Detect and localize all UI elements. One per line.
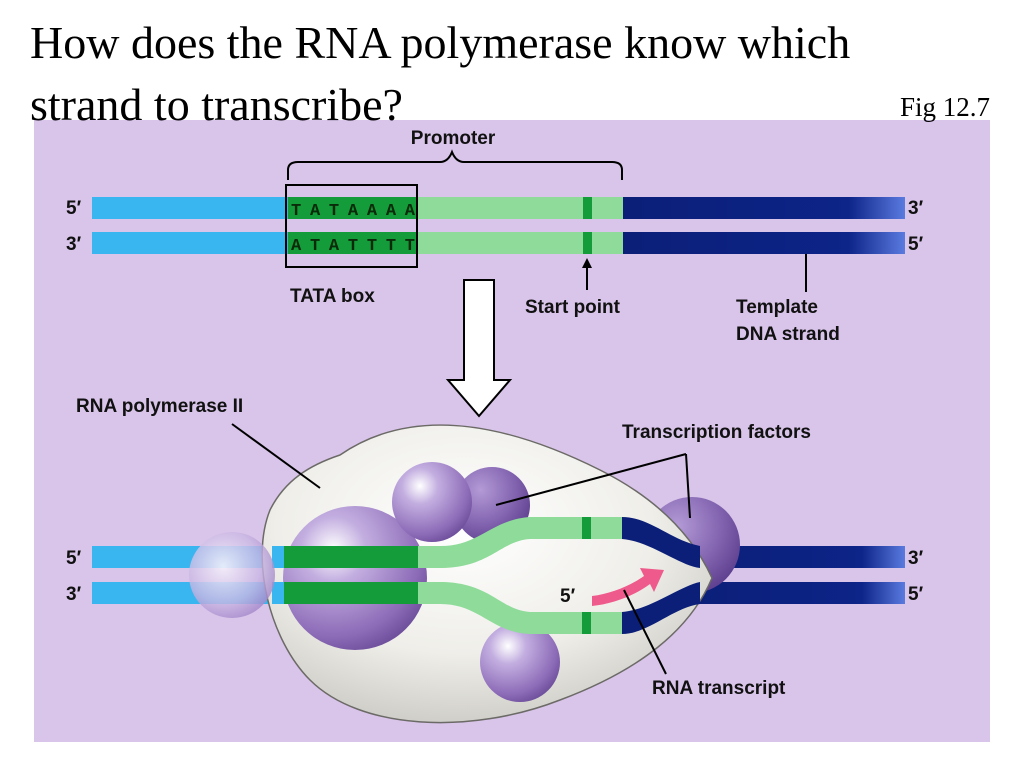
lower-top-right-end: 3′ xyxy=(908,548,924,569)
rna-transcript xyxy=(592,568,664,606)
figure-reference: Fig 12.7 xyxy=(900,92,991,122)
transcription-factors-label: Transcription factors xyxy=(622,422,811,443)
upper-top-strand-promoter xyxy=(418,197,623,219)
start-point-arrowhead xyxy=(582,258,592,268)
template-label-line1: Template xyxy=(736,297,818,318)
lower-top-strand-inner-blue xyxy=(272,546,284,568)
polymerase-subunit-large xyxy=(283,506,427,650)
lower-top-strand-right xyxy=(690,546,905,568)
rna-polymerase-pointer xyxy=(231,423,321,489)
transcription-factor-left xyxy=(189,532,275,618)
upper-top-strand-template-region xyxy=(623,197,905,219)
dna-in-complex xyxy=(272,517,700,634)
lower-top-strand-tata xyxy=(284,546,418,568)
slide-title: How does the RNA polymerase know which s… xyxy=(30,17,851,130)
template-label-line2: DNA strand xyxy=(736,324,840,345)
rna-polymerase-label: RNA polymerase II xyxy=(76,396,243,417)
upper-bottom-strand-tata xyxy=(288,232,418,254)
upper-dna-duplex: TATAAAA ATATTTT 5′ 3′ 3′ 5′ xyxy=(66,184,924,268)
upper-top-left-end: 5′ xyxy=(66,198,82,219)
promoter-bracket xyxy=(287,149,623,180)
upper-bottom-right-end: 5′ xyxy=(908,234,924,255)
lower-bottom-strand-promoter xyxy=(418,582,622,634)
upper-bottom-left-end: 3′ xyxy=(66,234,82,255)
rna-transcript-label: RNA transcript xyxy=(652,678,786,699)
process-arrow xyxy=(445,279,513,418)
lower-bottom-strand-tata xyxy=(284,582,418,604)
upper-bottom-strand-template-region xyxy=(623,232,905,254)
lower-top-strand-template xyxy=(622,517,700,568)
lower-top-left-end: 5′ xyxy=(66,548,82,569)
lower-start-point-bottom xyxy=(582,612,591,634)
upper-top-strand-outer xyxy=(92,197,288,219)
upper-top-strand-tata xyxy=(288,197,418,219)
lower-bottom-strand-template xyxy=(622,582,700,634)
lower-start-point-top xyxy=(582,517,591,539)
polymerase-subunit-upper xyxy=(392,462,472,542)
upper-bottom-strand-outer xyxy=(92,232,288,254)
promoter-label: Promoter xyxy=(411,128,496,149)
upper-bottom-strand-promoter xyxy=(418,232,623,254)
start-point-label: Start point xyxy=(525,297,621,318)
lower-bottom-left-end: 3′ xyxy=(66,584,82,605)
transcription-factors-pointer-right xyxy=(685,453,691,519)
start-point-marker-top xyxy=(583,197,592,219)
rna-transcript-pointer xyxy=(623,589,667,675)
rna-transcript-5prime-end: 5′ xyxy=(560,586,576,607)
tata-box-label: TATA box xyxy=(290,286,375,307)
upper-top-right-end: 3′ xyxy=(908,198,924,219)
start-point-marker-bottom xyxy=(583,232,592,254)
tata-box-outline xyxy=(285,184,418,268)
lower-bottom-strand-right xyxy=(690,582,905,604)
lower-top-strand-promoter xyxy=(418,517,622,568)
lower-bottom-right-end: 5′ xyxy=(908,584,924,605)
lower-bottom-strand-inner-blue xyxy=(272,582,284,604)
polymerase-subunit-lower xyxy=(480,622,560,702)
transcription-factors-pointer-upper xyxy=(495,453,687,506)
